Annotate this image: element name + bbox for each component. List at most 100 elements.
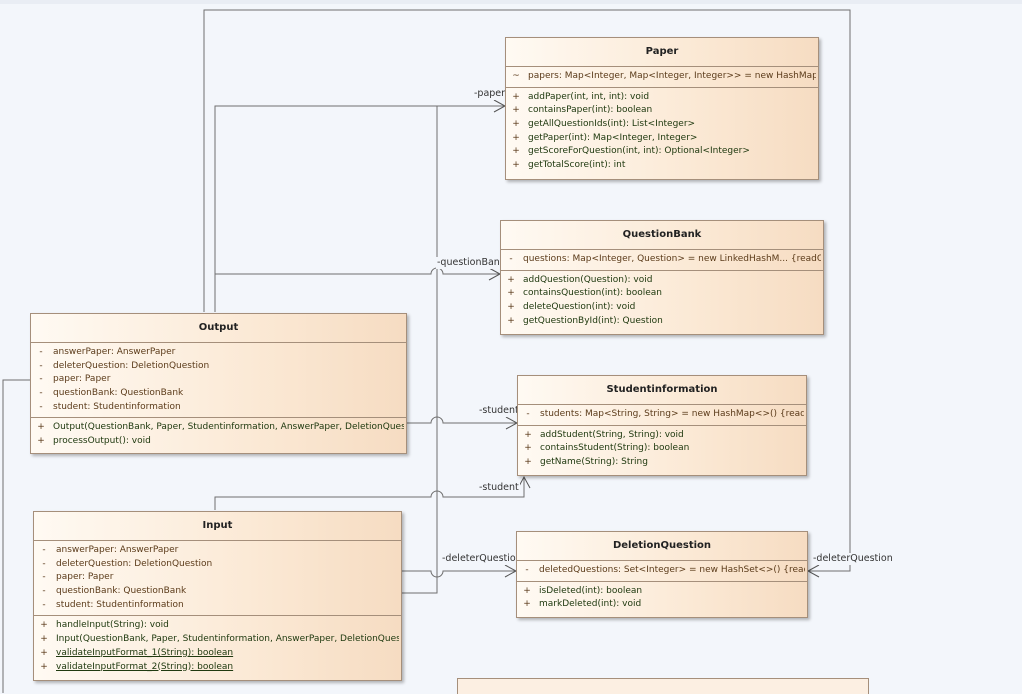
attribute-text: students: Map<String, String> = new Hash… (540, 409, 804, 419)
visibility-marker: + (523, 585, 531, 596)
attribute-row[interactable]: -questions: Map<Integer, Question> = new… (501, 253, 823, 267)
class-partial-offscreen[interactable] (457, 678, 869, 694)
operation-row[interactable]: + addQuestion(Question): void (501, 274, 823, 288)
attribute-row[interactable]: -deleterQuestion: DeletionQuestion (31, 360, 406, 374)
attribute-row[interactable]: -answerPaper: AnswerPaper (34, 544, 401, 558)
visibility-marker: - (39, 388, 43, 399)
class-output[interactable]: Output -answerPaper: AnswerPaper -delete… (30, 313, 407, 454)
attributes-compartment: -answerPaper: AnswerPaper -deleterQuesti… (31, 343, 406, 419)
role-label-paper: -paper (473, 88, 507, 100)
visibility-marker: - (39, 360, 43, 371)
visibility-marker: - (42, 586, 46, 597)
attribute-row[interactable]: -deleterQuestion: DeletionQuestion (34, 558, 401, 572)
visibility-marker: - (509, 254, 513, 264)
operation-row[interactable]: + isDeleted(int): boolean (517, 585, 807, 599)
operation-row[interactable]: +containsQuestion(int): boolean (501, 287, 823, 301)
connector-output-student (407, 416, 517, 424)
attribute-row[interactable]: -answerPaper: AnswerPaper (31, 346, 406, 360)
operation-row[interactable]: +containsStudent(String): boolean (518, 442, 806, 456)
operations-compartment: +addPaper(int, int, int): void +contains… (506, 88, 818, 176)
visibility-marker: + (37, 436, 45, 447)
operation-row[interactable]: + processOutput(): void (31, 435, 406, 449)
visibility-marker: - (42, 558, 46, 569)
operation-text: getName(String): String (540, 457, 648, 468)
attribute-row[interactable]: -questionBank: QuestionBank (34, 585, 401, 599)
operations-compartment: +handleInput(String): void +Input(Questi… (34, 616, 401, 677)
attribute-text: questionBank: QuestionBank (56, 586, 187, 597)
role-label-student-input: -student (478, 482, 520, 494)
operation-text: processOutput(): void (53, 436, 151, 447)
visibility-marker: - (526, 409, 530, 419)
static-operation-row[interactable]: +validateInputFormat_1(String): boolean (34, 647, 401, 661)
visibility-marker: + (507, 274, 515, 285)
operations-compartment: + addQuestion(Question): void +containsQu… (501, 271, 823, 332)
visibility-marker: + (507, 315, 515, 326)
attribute-row[interactable]: -student: Studentinformation (34, 599, 401, 613)
attribute-row[interactable]: -paper: Paper (34, 571, 401, 585)
visibility-marker: - (42, 572, 46, 583)
operation-row[interactable]: + getName(String): String (518, 456, 806, 470)
arrowhead-student-2 (517, 475, 531, 489)
attribute-row[interactable]: -student: Studentinformation (31, 401, 406, 415)
attribute-row[interactable]: ~papers: Map<Integer, Map<Integer, Integ… (506, 70, 818, 84)
role-label-student-output: -student (478, 405, 520, 417)
attribute-row[interactable]: -deletedQuestions: Set<Integer> = new Ha… (517, 564, 807, 578)
visibility-marker: + (40, 634, 48, 645)
class-input[interactable]: Input -answerPaper: AnswerPaper -deleter… (33, 511, 402, 681)
class-questionbank[interactable]: QuestionBank -questions: Map<Integer, Qu… (500, 220, 824, 335)
visibility-marker: ~ (512, 71, 520, 81)
operation-row[interactable]: + getQuestionById(int): Question (501, 315, 823, 329)
class-paper[interactable]: Paper ~papers: Map<Integer, Map<Integer,… (505, 37, 819, 180)
connector-output-deletionquestion (203, 9, 851, 572)
operation-row[interactable]: +getPaper(int): Map<Integer, Integer> (506, 132, 818, 146)
visibility-marker: - (42, 599, 46, 610)
operation-text: containsPaper(int): boolean (528, 105, 653, 116)
class-title: Paper (506, 38, 818, 67)
operation-row[interactable]: +containsPaper(int): boolean (506, 104, 818, 118)
attribute-text: questionBank: QuestionBank (53, 388, 184, 399)
operation-text: isDeleted(int): boolean (539, 585, 643, 596)
class-studentinformation[interactable]: Studentinformation -students: Map<String… (517, 375, 807, 476)
operation-row[interactable]: +Output(QuestionBank, Paper, Studentinfo… (31, 421, 406, 435)
attribute-row[interactable]: -paper: Paper (31, 373, 406, 387)
operation-row[interactable]: +addStudent(String, String): void (518, 429, 806, 443)
visibility-marker: + (507, 288, 515, 299)
operation-text: addStudent(String, String): void (540, 429, 684, 440)
operation-row[interactable]: +handleInput(String): void (34, 619, 401, 633)
visibility-marker: + (523, 599, 531, 610)
operation-text: getScoreForQuestion(int, int): Optional<… (528, 146, 750, 157)
role-label-deleterquestion-input: -deleterQuestion (441, 553, 523, 565)
attribute-row[interactable]: -students: Map<String, String> = new Has… (518, 408, 806, 422)
visibility-marker: - (42, 545, 46, 555)
class-title: Output (31, 314, 406, 343)
attribute-text: student: Studentinformation (56, 599, 184, 610)
operation-row[interactable]: +getScoreForQuestion(int, int): Optional… (506, 145, 818, 159)
operation-row[interactable]: +getTotalScore(int): int (506, 159, 818, 173)
operation-text: getQuestionById(int): Question (523, 315, 663, 326)
operation-row[interactable]: +addPaper(int, int, int): void (506, 91, 818, 105)
visibility-marker: - (525, 565, 529, 575)
class-deletionquestion[interactable]: DeletionQuestion -deletedQuestions: Set<… (516, 531, 808, 618)
operation-row[interactable]: +Input(QuestionBank, Paper, Studentinfor… (34, 633, 401, 647)
visibility-marker: + (524, 443, 532, 454)
attribute-text: paper: Paper (56, 572, 114, 583)
attribute-text: answerPaper: AnswerPaper (56, 545, 179, 555)
operation-row[interactable]: +deleteQuestion(int): void (501, 301, 823, 315)
operation-row[interactable]: +getAllQuestionIds(int): List<Integer> (506, 118, 818, 132)
attributes-compartment: -questions: Map<Integer, Question> = new… (501, 250, 823, 271)
operation-text: addQuestion(Question): void (523, 274, 653, 285)
connector-input-paper (402, 106, 438, 594)
operations-compartment: +addStudent(String, String): void +conta… (518, 426, 806, 473)
attribute-row[interactable]: -questionBank: QuestionBank (31, 387, 406, 401)
attributes-compartment: ~papers: Map<Integer, Map<Integer, Integ… (506, 67, 818, 88)
attribute-text: deleterQuestion: DeletionQuestion (53, 360, 210, 371)
class-title: Studentinformation (518, 376, 806, 405)
visibility-marker: + (40, 620, 48, 631)
visibility-marker: + (512, 91, 520, 102)
operation-row[interactable]: +markDeleted(int): void (517, 598, 807, 612)
static-operation-row[interactable]: +validateInputFormat_2(String): boolean (34, 661, 401, 675)
operations-compartment: +Output(QuestionBank, Paper, Studentinfo… (31, 418, 406, 451)
visibility-marker: + (524, 457, 532, 468)
attributes-compartment: -deletedQuestions: Set<Integer> = new Ha… (517, 561, 807, 582)
